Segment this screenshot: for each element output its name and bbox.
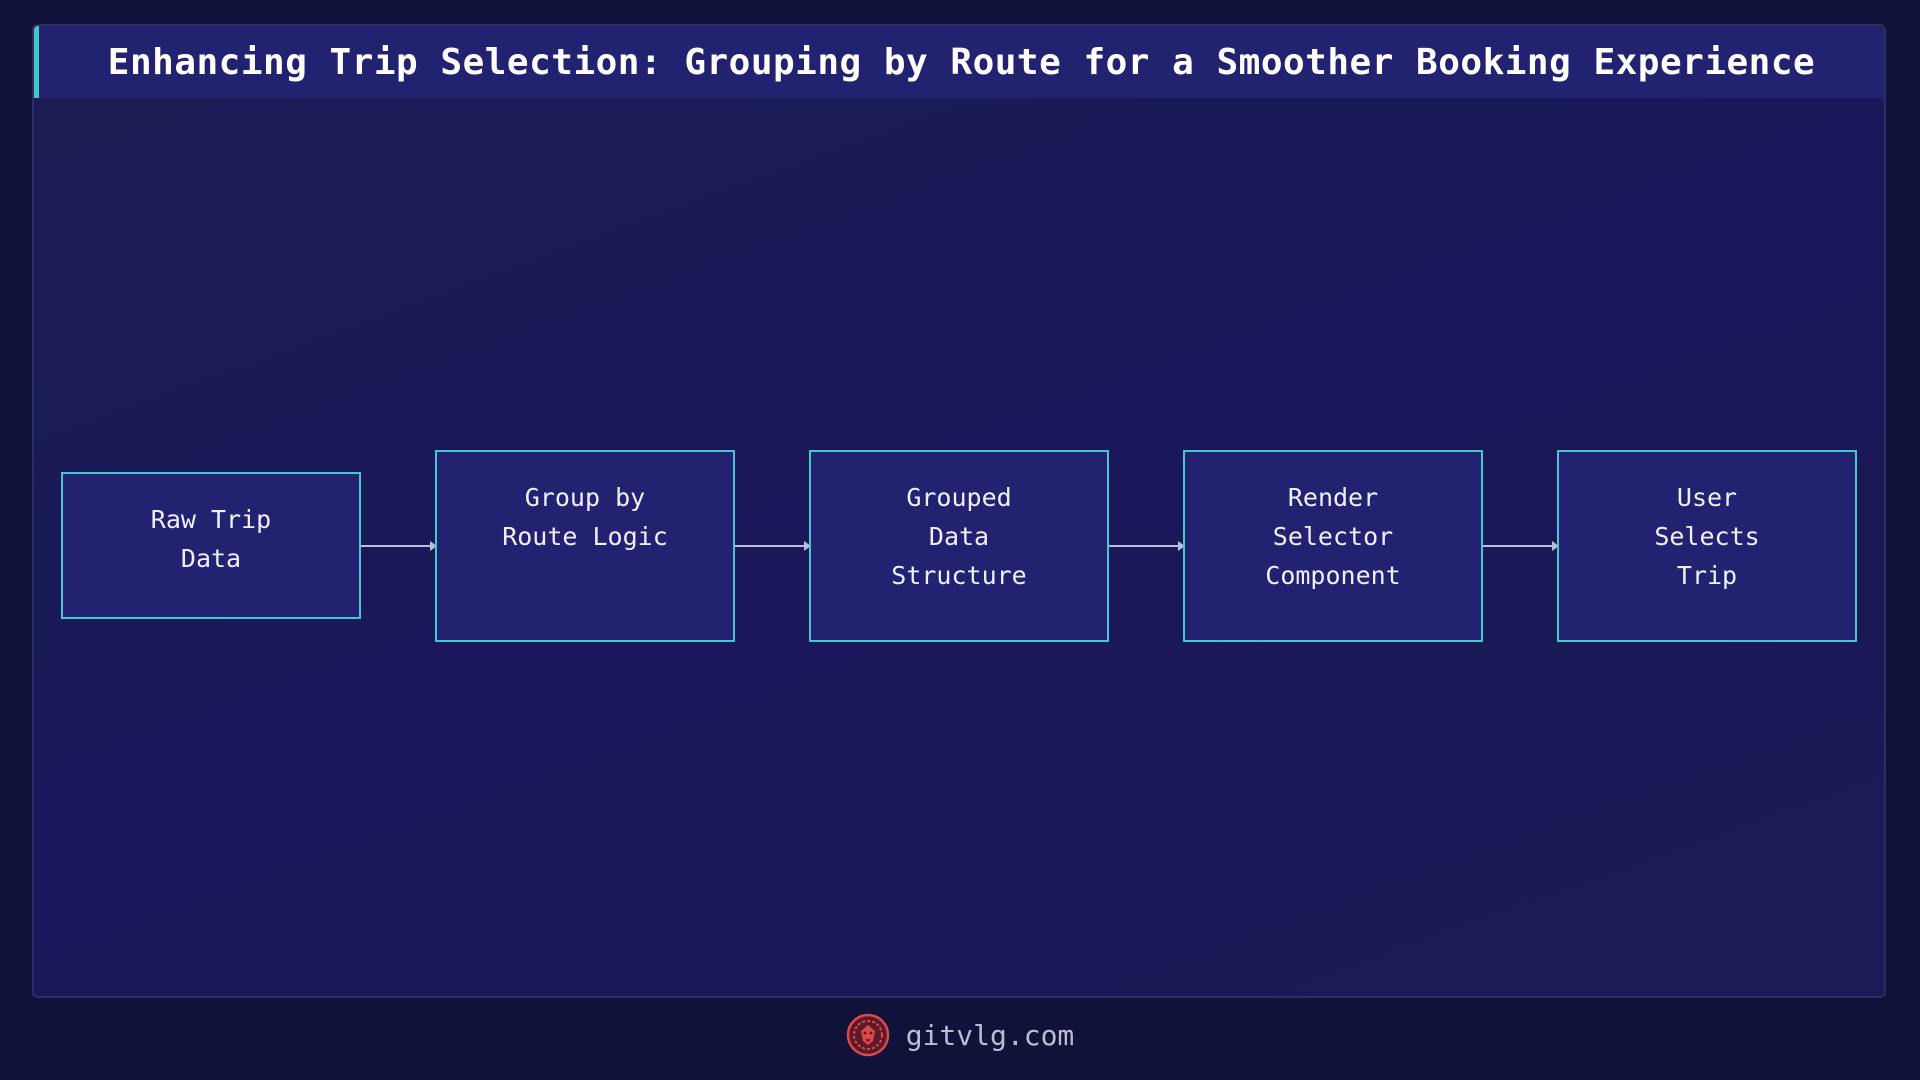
lion-logo-icon bbox=[846, 1013, 890, 1057]
site-link[interactable]: gitvlg.com bbox=[905, 1018, 1075, 1052]
diagram-panel: Enhancing Trip Selection: Grouping by Ro… bbox=[32, 24, 1886, 998]
footer: gitvlg.com bbox=[0, 1010, 1920, 1060]
page-title: Enhancing Trip Selection: Grouping by Ro… bbox=[107, 41, 1816, 83]
title-bar: Enhancing Trip Selection: Grouping by Ro… bbox=[34, 26, 1884, 98]
